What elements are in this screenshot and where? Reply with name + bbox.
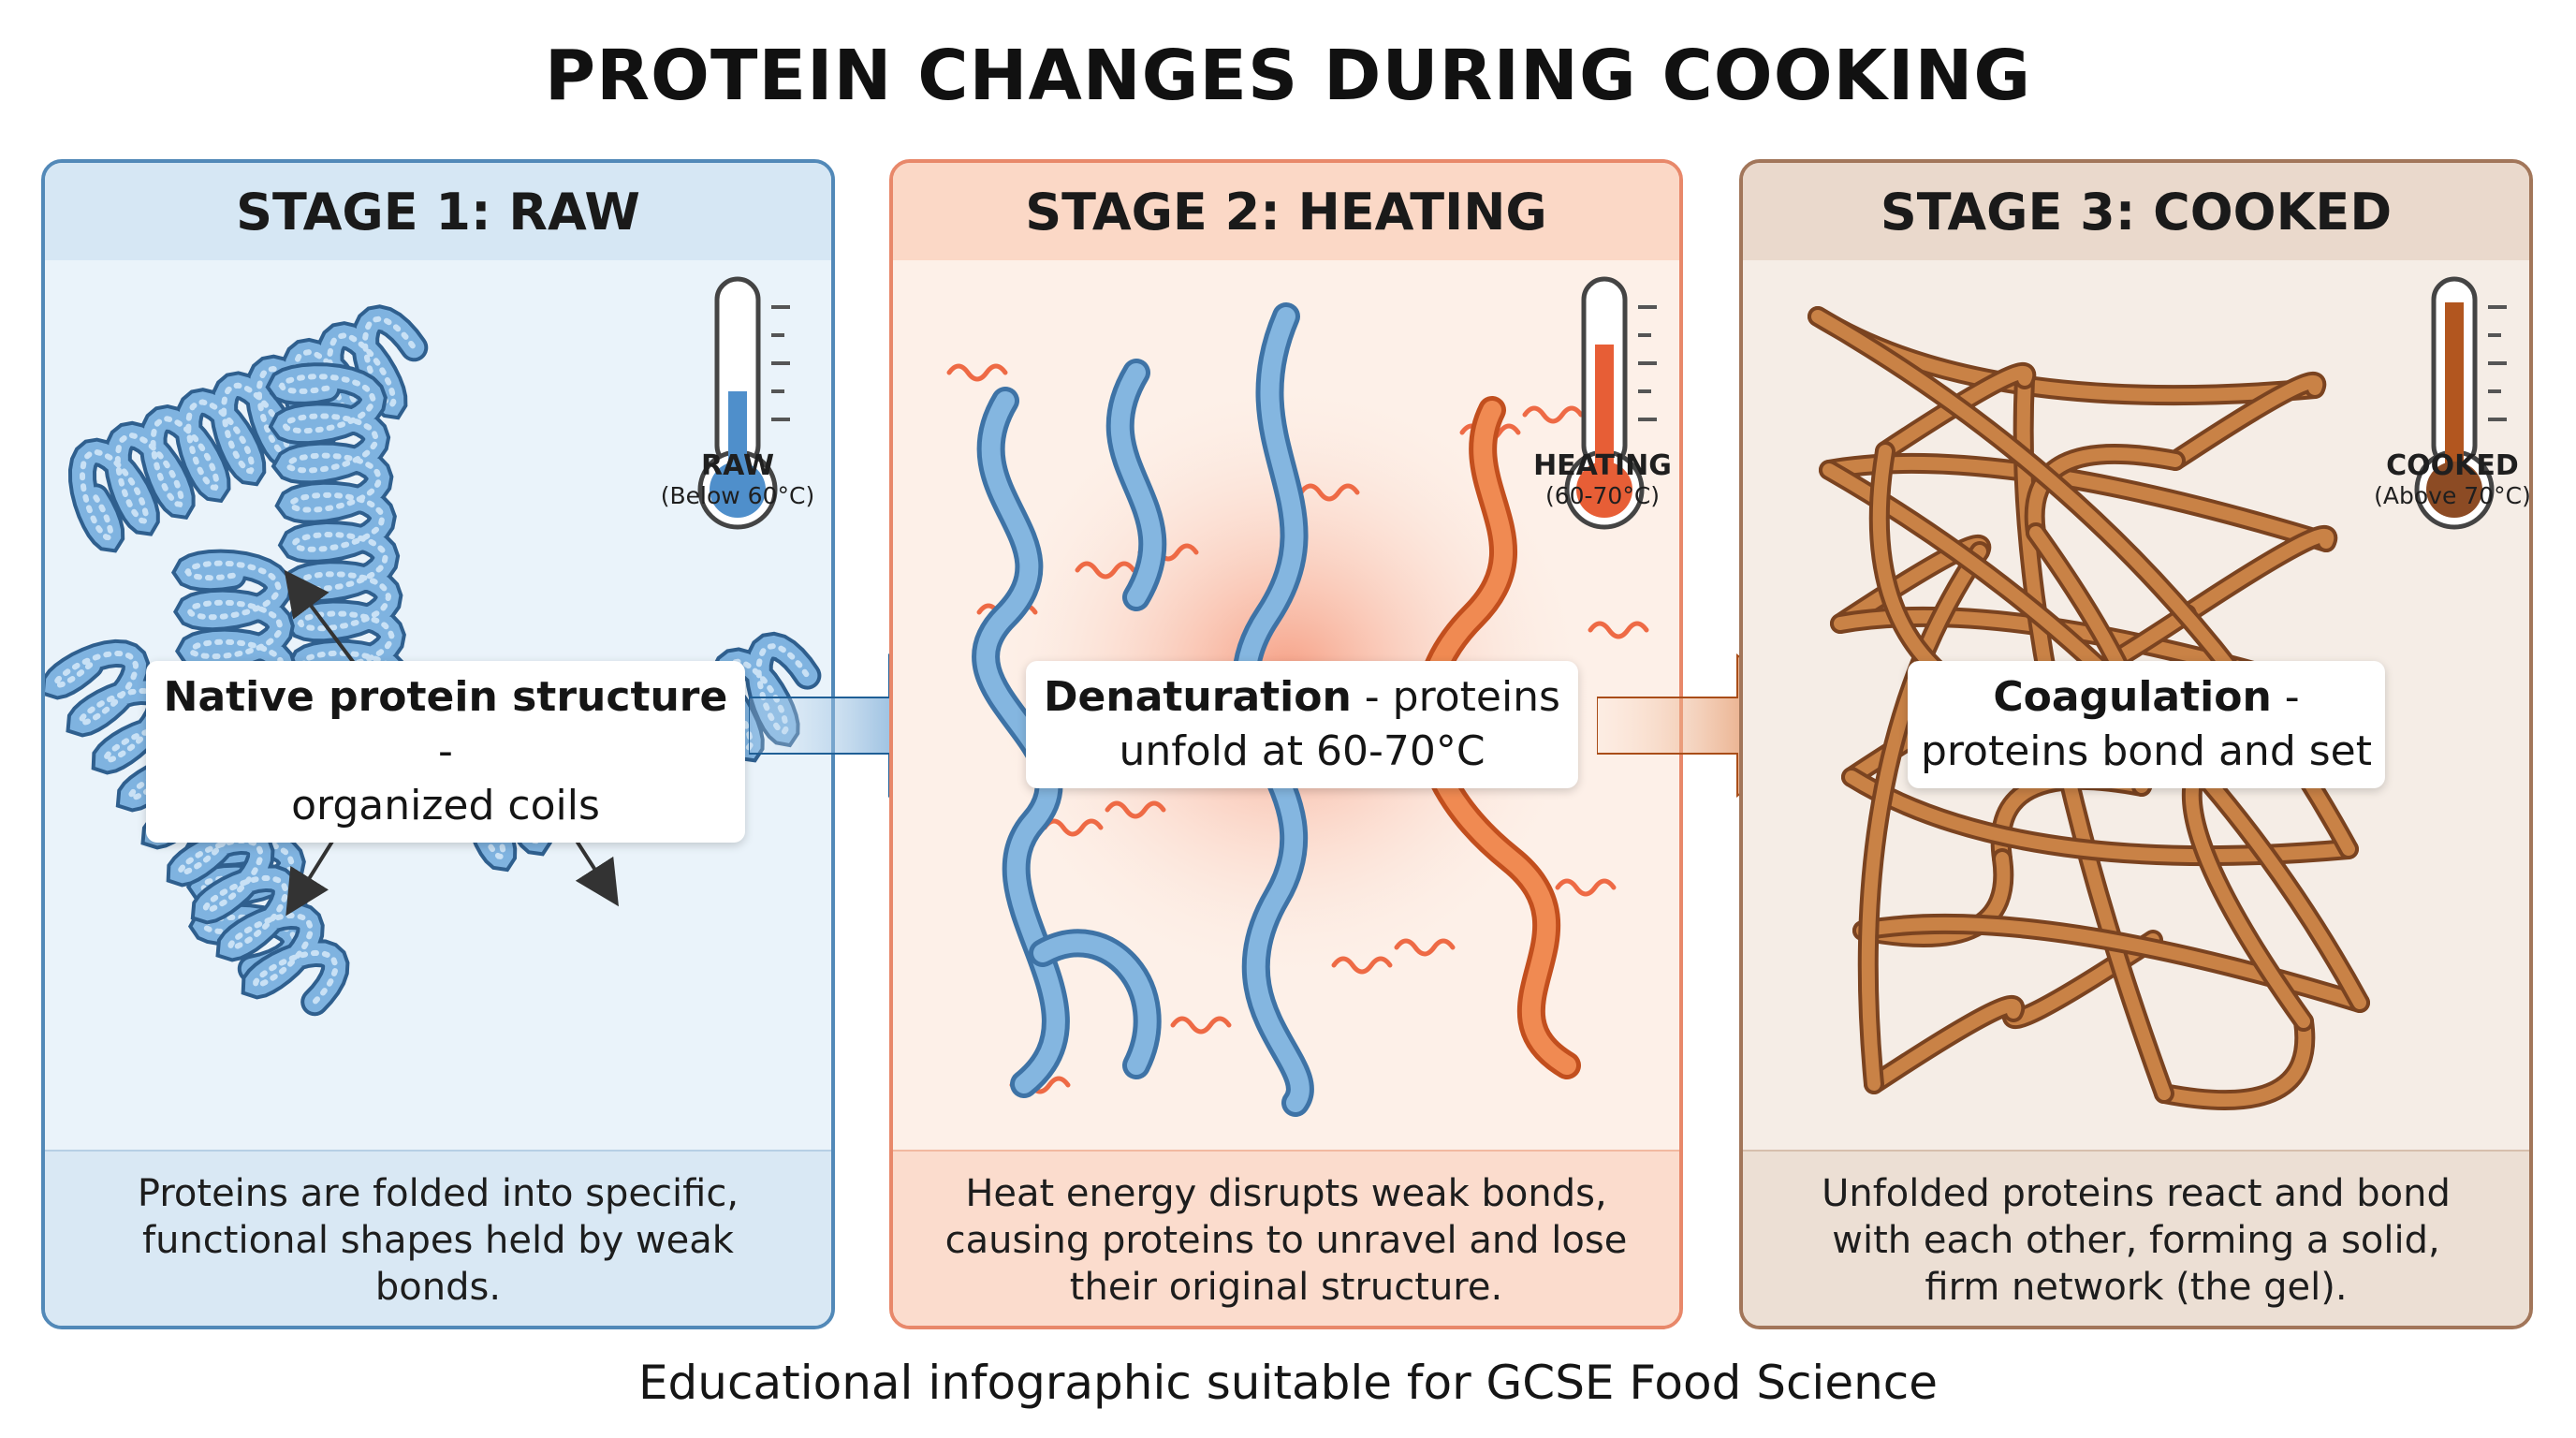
stage-raw-panel: STAGE 1: RAW RAW (Below 60°C) Nat — [41, 159, 835, 1329]
heat-wave — [1588, 621, 1649, 639]
thermometer-high-icon — [2414, 276, 2507, 530]
raw-arrow-up — [284, 569, 356, 665]
raw-label-box: Native protein structure - organized coi… — [146, 661, 745, 843]
heat-wave — [1555, 878, 1617, 897]
footer-note: Educational infographic suitable for GCS… — [637, 1356, 1939, 1410]
heating-caption: Heat energy disrupts weak bonds, causing… — [893, 1150, 1679, 1326]
heat-wave — [1394, 938, 1456, 957]
heat-wave — [1105, 800, 1166, 819]
heat-wave — [1298, 483, 1360, 502]
stage-raw-heading: STAGE 1: RAW — [45, 163, 831, 260]
heat-wave — [1331, 956, 1393, 975]
heating-temperature-label: HEATING (60-70°C) — [1533, 449, 1672, 509]
heat-wave — [946, 363, 1008, 382]
raw-temperature-label: RAW (Below 60°C) — [660, 449, 815, 509]
cooked-label-box: Coagulation - proteins bond and set — [1908, 661, 2385, 788]
cooked-caption: Unfolded proteins react and bond with ea… — [1743, 1150, 2529, 1326]
heat-wave — [1522, 405, 1584, 424]
thermometer-mid-icon — [1564, 276, 1657, 530]
thermometer-low-icon — [697, 276, 790, 530]
cooked-temperature-label: COOKED (Above 70°C) — [2374, 449, 2531, 509]
heat-wave — [1042, 818, 1104, 837]
heating-label-box: Denaturation - proteins unfold at 60-70°… — [1026, 661, 1578, 788]
stage-cooked-panel: STAGE 3: COOKED COOKED (Above 70°C) Coag… — [1739, 159, 2533, 1329]
stage-heating-panel: STAGE 2: HEATING HEATING (60-70°C) — [889, 159, 1683, 1329]
page-title: PROTEIN CHANGES DURING COOKING — [544, 36, 2032, 116]
stage-cooked-heading: STAGE 3: COOKED — [1743, 163, 2529, 260]
stage-heating-heading: STAGE 2: HEATING — [893, 163, 1679, 260]
heat-wave — [1075, 561, 1136, 580]
heat-wave — [1170, 1016, 1232, 1034]
raw-caption: Proteins are folded into specific, funct… — [45, 1150, 831, 1326]
